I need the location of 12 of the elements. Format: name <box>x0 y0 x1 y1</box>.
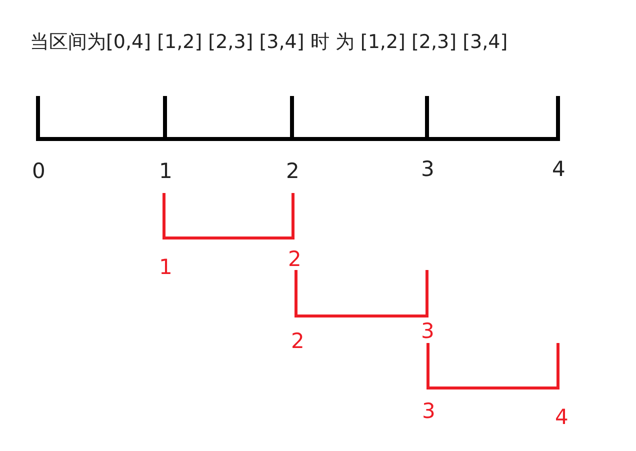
title: 当区间为[0,4] [1,2] [2,3] [3,4] 时 为 [1,2] [2,3] [3,4] <box>30 33 508 52</box>
endpoint-label: 1 <box>159 257 172 278</box>
endpoint-label: 4 <box>555 407 568 428</box>
endpoint-label: 3 <box>421 321 434 342</box>
tick-label: 2 <box>286 161 300 182</box>
tick-label: 3 <box>421 159 434 180</box>
endpoint-label: 3 <box>422 401 436 422</box>
tick-label: 4 <box>552 159 566 180</box>
endpoint-label: 2 <box>288 249 302 270</box>
tick-label: 1 <box>159 161 172 182</box>
endpoint-label: 2 <box>291 331 304 352</box>
tick-label: 0 <box>32 161 46 182</box>
